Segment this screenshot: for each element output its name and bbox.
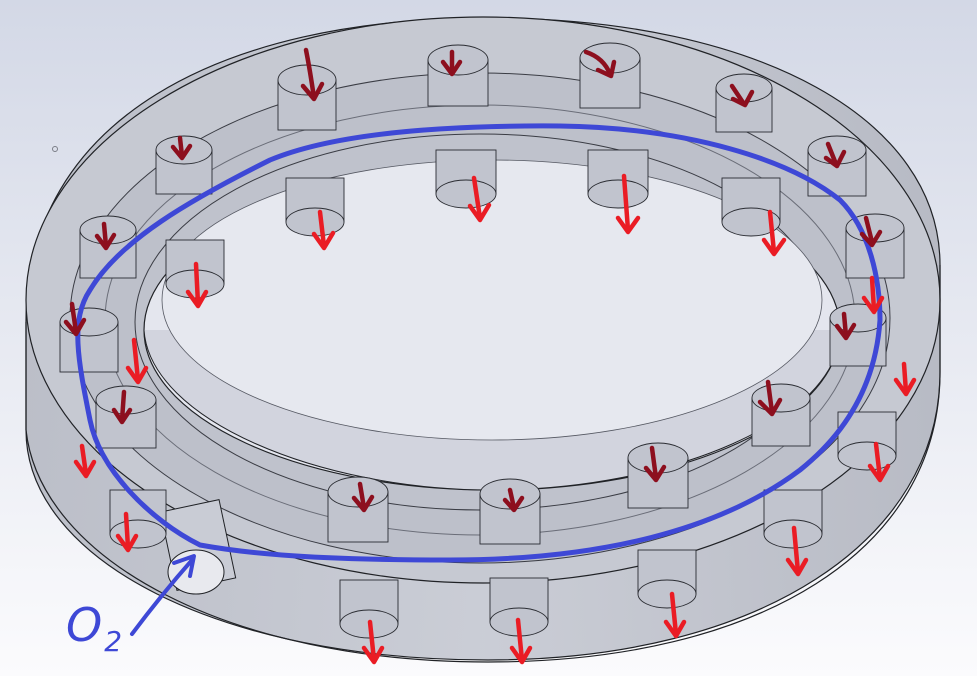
down-arrow-icon [361,619,385,665]
bore [435,149,497,209]
down-arrow-icon [583,49,617,79]
down-arrow-icon [440,49,463,77]
bore [277,64,337,131]
ring-side-line [25,265,941,430]
bore [285,177,345,237]
o2-pointer-arrow [130,554,196,636]
bore [327,476,389,543]
down-arrow-icon [893,361,917,397]
bore [627,442,689,509]
bore [95,385,157,449]
down-arrow-icon [729,83,755,108]
down-arrow-icon [502,487,525,513]
bore [715,73,773,133]
bore [79,215,137,279]
down-arrow-icon [834,311,857,341]
bore [339,579,399,639]
down-arrow-icon [63,301,87,337]
down-arrow-icon [170,135,193,161]
o2-label: O2 [66,602,124,665]
o2-label-main: O [66,598,105,652]
flow-loop [75,123,883,563]
bore [427,44,489,107]
down-arrow-icon [467,175,492,223]
down-arrow-icon [185,261,209,309]
down-arrow-icon [867,441,891,483]
bore [807,135,867,197]
down-arrow-icon [73,443,97,479]
bore [59,307,119,373]
down-arrow-icon [111,389,133,425]
down-arrow-icon [509,617,533,665]
down-arrow-icon [115,511,139,553]
bore [637,549,697,609]
down-arrow-icon [351,481,375,513]
o2-label-sub: 2 [104,625,125,658]
outlet-arrows [73,173,917,665]
down-arrow-icon [859,215,883,248]
bore [751,383,811,447]
bore [579,42,641,109]
ring-bottom-edge [25,371,941,663]
bore [587,149,649,209]
down-arrow-icon [757,379,783,417]
down-arrow-icon [615,173,641,235]
down-arrow-icon [125,337,149,385]
down-arrow-icon [300,47,325,102]
down-arrow-icon [94,221,117,251]
down-arrow-icon [643,445,667,483]
origin-dot [52,146,58,152]
down-arrow-icon [861,275,885,315]
down-arrow-icon [823,141,847,169]
down-arrow-icon [785,525,809,577]
inlet-arrows [63,47,883,513]
bore [155,135,213,195]
down-arrow-icon [311,209,336,251]
down-arrow-icon [663,591,687,639]
down-arrow-icon [761,209,787,257]
